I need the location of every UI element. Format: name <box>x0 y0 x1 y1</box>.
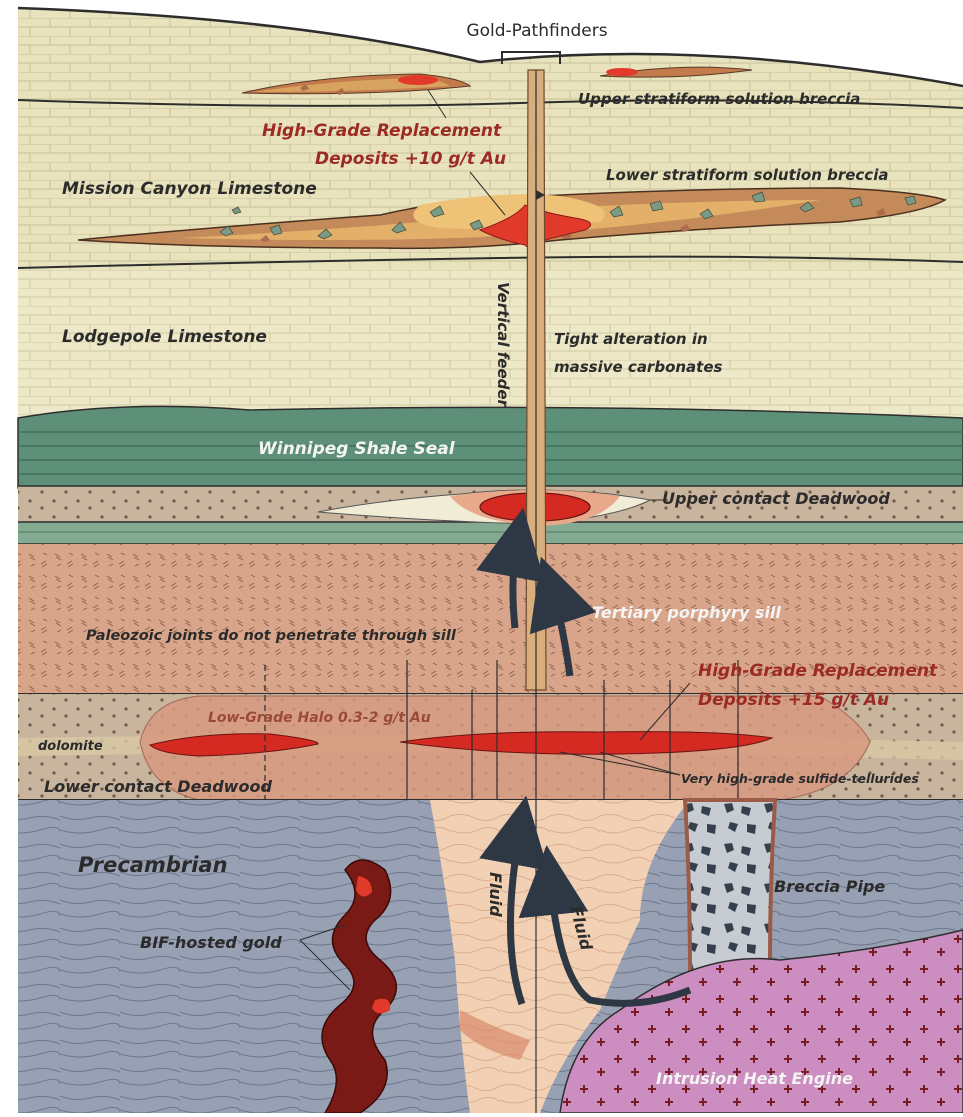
tertiary-sill-label: Tertiary porphyry sill <box>592 603 781 622</box>
breccia-pipe <box>685 800 775 975</box>
mission-canyon-label: Mission Canyon Limestone <box>62 179 317 199</box>
very-high-grade-label: Very high-grade sulfide-tellurides <box>681 771 919 786</box>
intrusion-label: Intrusion Heat Engine <box>656 1069 853 1088</box>
lodgepole-label: Lodgepole Limestone <box>62 327 267 347</box>
high-grade-mid-label-1: High-Grade Replacement <box>698 661 938 681</box>
high-grade-top-label-2: Deposits +10 g/t Au <box>315 149 506 169</box>
upper-stratiform-label: Upper stratiform solution breccia <box>578 90 860 108</box>
paleozoic-joints-label: Paleozoic joints do not penetrate throug… <box>86 628 457 644</box>
winnipeg-shale-layer <box>18 406 963 488</box>
low-grade-halo-label: Low-Grade Halo 0.3-2 g/t Au <box>208 710 431 726</box>
dolomite-label: dolomite <box>38 739 103 754</box>
vertical-feeder-label: Vertical feeder <box>494 282 512 409</box>
tight-alteration-label-1: Tight alteration in <box>554 330 708 348</box>
fluid-label-1: Fluid <box>486 872 505 917</box>
high-grade-mid-label-2: Deposits +15 g/t Au <box>698 690 889 710</box>
lower-stratiform-label: Lower stratiform solution breccia <box>606 166 888 184</box>
winnipeg-label: Winnipeg Shale Seal <box>258 439 456 459</box>
breccia-pipe-label: Breccia Pipe <box>774 877 885 896</box>
precambrian-label: Precambrian <box>78 853 228 877</box>
shale-band <box>18 522 963 544</box>
fluid-arrow <box>513 542 517 628</box>
bif-gold-label: BIF-hosted gold <box>140 933 282 952</box>
gold-pathfinders-label: Gold-Pathfinders <box>466 21 607 41</box>
upper-contact-label: Upper contact Deadwood <box>662 489 890 508</box>
lower-contact-label: Lower contact Deadwood <box>44 777 272 796</box>
high-grade-top-label-1: High-Grade Replacement <box>262 121 502 141</box>
tight-alteration-label-2: massive carbonates <box>554 358 723 376</box>
